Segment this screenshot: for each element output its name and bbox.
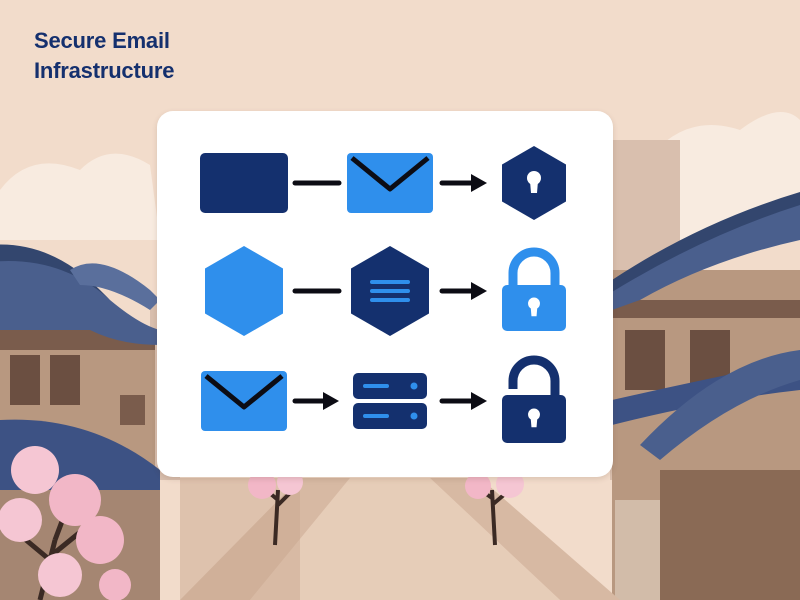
server-slot: [363, 384, 389, 388]
email-flow-diagram: [200, 146, 566, 443]
arrow-connector: [292, 392, 339, 410]
envelope-flap: [204, 374, 284, 410]
arrow-connector: [439, 392, 487, 410]
keyhole-stem: [530, 417, 538, 428]
server-unit: [353, 403, 427, 429]
document-line: [370, 298, 410, 302]
envelope-flap: [350, 156, 430, 192]
envelope-icon: [347, 153, 433, 213]
right-hanok: [612, 192, 800, 600]
title-line-2: Infrastructure: [34, 58, 175, 83]
navy-rectangle-icon: [200, 153, 288, 213]
blue-hexagon-icon: [205, 246, 283, 336]
arrow-head: [471, 174, 487, 192]
title-line-1: Secure Email: [34, 28, 170, 53]
page-title: Secure Email Infrastructure: [34, 26, 174, 86]
document-line: [370, 280, 410, 284]
arrow-head: [471, 282, 487, 300]
server-led: [410, 412, 418, 420]
alley-street: [180, 478, 620, 600]
server-led: [410, 382, 418, 390]
padlock-shackle: [508, 247, 560, 287]
arrow-connector: [439, 282, 487, 300]
keyhole-hexagon-icon: [502, 146, 566, 220]
locked-padlock-icon: [502, 247, 566, 331]
arrow-head: [471, 392, 487, 410]
arrow-connector: [439, 174, 487, 192]
keyhole-stem: [530, 306, 538, 317]
unlocked-padlock-icon: [502, 355, 566, 443]
server-unit: [353, 373, 427, 399]
keyhole-stem: [530, 181, 538, 193]
arrow-head: [323, 392, 339, 410]
cherry-blossom-trees: [0, 446, 524, 600]
server-stack-icon: [353, 373, 427, 429]
document-line: [370, 289, 410, 293]
document-hexagon-icon: [351, 246, 429, 336]
diagram-card: [157, 111, 613, 477]
server-slot: [363, 414, 389, 418]
padlock-shackle: [508, 355, 560, 397]
envelope-icon: [201, 371, 287, 431]
